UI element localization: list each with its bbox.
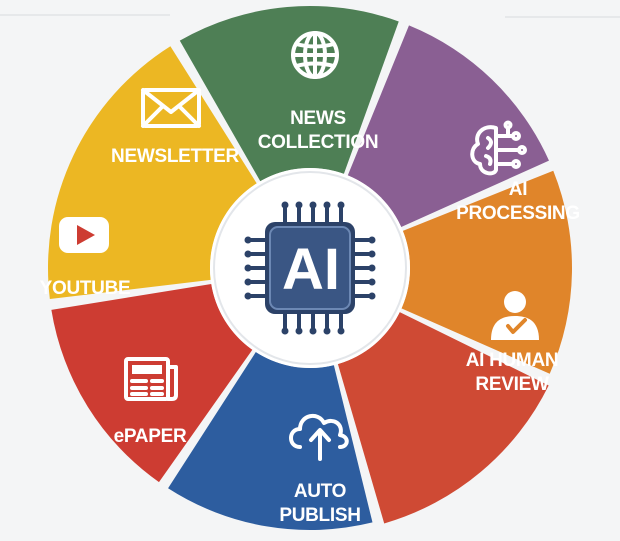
reviewer-person-icon	[491, 291, 539, 340]
globe-icon	[291, 31, 339, 79]
brain-circuit-icon	[470, 120, 527, 176]
segment-label-newsletter: NEWSLETTER	[111, 146, 239, 167]
background-rule-left	[0, 14, 170, 16]
newspaper-icon	[124, 357, 178, 401]
segment-label-epaper: ePAPER	[114, 426, 187, 447]
ai-chip-icon: AI	[265, 222, 355, 314]
envelope-icon	[141, 88, 201, 128]
segment-auto-publish	[337, 312, 549, 524]
segment-news-collection	[179, 5, 399, 182]
segment-epaper	[168, 352, 373, 530]
segment-youtube	[51, 283, 253, 483]
segment-label-youtube: YOUTUBE	[40, 278, 131, 299]
segment-ai-processing	[347, 25, 549, 228]
cloud-upload-icon	[289, 413, 349, 461]
background-rule-right	[505, 16, 620, 18]
center-label: AI	[282, 237, 340, 302]
chip-pins	[244, 201, 376, 335]
youtube-play-icon	[59, 217, 109, 253]
